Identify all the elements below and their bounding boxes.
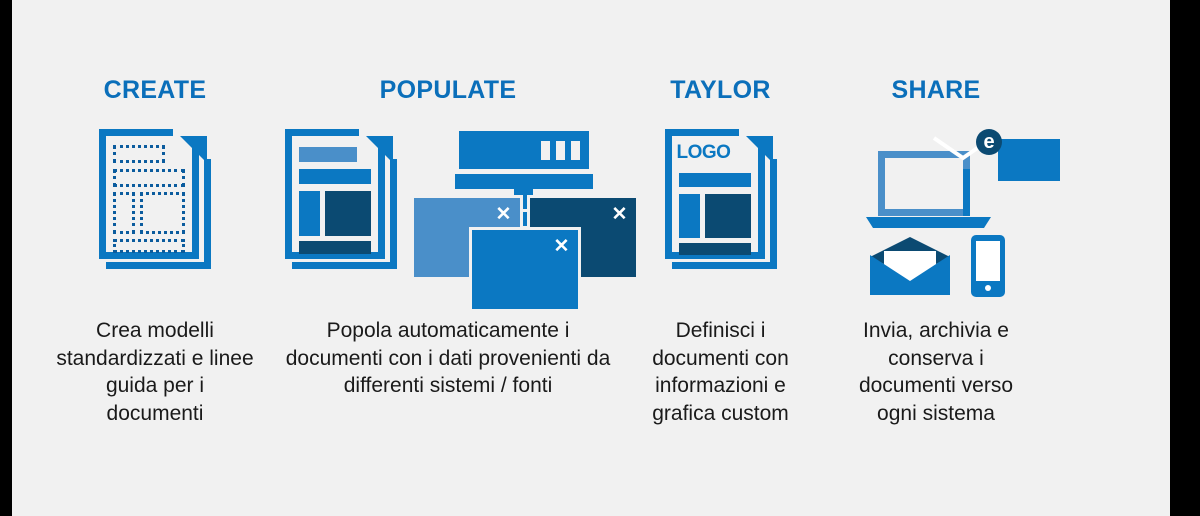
populated-document-icon: [285, 129, 397, 269]
doc-body-dark: [704, 194, 751, 238]
email-badge: e: [976, 129, 1002, 155]
step-populate-heading: POPULATE: [379, 76, 517, 104]
dashed-placeholder-footer: [113, 239, 185, 253]
laptop-screen-edge: [963, 169, 970, 216]
doc-column-primary: [678, 194, 700, 238]
close-icon: ✕: [553, 236, 570, 257]
open-envelope-icon: [870, 237, 950, 295]
process-steps-row: CREATE Crea modelli standardizzati e lin…: [12, 0, 1170, 516]
doc-band-primary: [299, 169, 371, 184]
step-taylor-icon-area: LOGO: [628, 129, 813, 299]
infographic-canvas: CREATE Crea modelli standardizzati e lin…: [12, 0, 1170, 516]
smartphone-icon: [971, 235, 1005, 297]
step-create: CREATE Crea modelli standardizzati e lin…: [40, 0, 270, 428]
step-create-caption: Crea modelli standardizzati e linee guid…: [56, 319, 254, 426]
doc-body-dark: [325, 191, 371, 236]
document-bottom-edge: [671, 262, 777, 269]
doc-band-light: [299, 147, 357, 162]
server-slot: [571, 141, 580, 160]
page-fold-cut: [173, 129, 207, 136]
document-right-edge: [390, 159, 397, 269]
doc-footer-dark: [678, 243, 751, 255]
step-populate: POPULATE: [278, 0, 639, 400]
document-right-edge: [204, 159, 211, 269]
step-share: SHARE e: [841, 0, 1060, 428]
email-envelope-icon: [932, 134, 1060, 181]
step-populate-icon-area: ✕ ✕ ✕: [278, 129, 639, 312]
document-bottom-edge: [106, 262, 211, 269]
phone-screen: [976, 241, 1000, 281]
logo-label: LOGO: [676, 142, 731, 163]
step-taylor-heading: TAYLOR: [670, 76, 771, 104]
doc-column-primary: [299, 191, 320, 236]
envelope-body: [998, 139, 1060, 181]
phone-home-button: [985, 285, 991, 291]
dashed-placeholder-subheader: [113, 169, 185, 187]
branded-document-icon: LOGO: [664, 129, 777, 269]
dashed-placeholder-body: [140, 192, 185, 234]
server-slot: [541, 141, 550, 160]
step-create-heading: CREATE: [103, 76, 207, 104]
document-right-edge: [769, 159, 777, 269]
step-share-caption: Invia, archivia e conserva i documenti v…: [858, 319, 1014, 426]
dashed-placeholder-header: [113, 145, 165, 163]
step-taylor: TAYLOR LOGO Definisci i documenti con in…: [628, 0, 813, 428]
server-slot: [556, 141, 565, 160]
step-share-icon-area: e: [841, 129, 1060, 299]
laptop-base: [866, 217, 991, 228]
server-connector-bar: [455, 174, 593, 189]
document-bottom-edge: [292, 262, 397, 269]
close-icon: ✕: [495, 204, 512, 225]
step-create-icon-area: [40, 129, 270, 299]
doc-band-primary: [678, 173, 751, 187]
doc-footer-dark: [299, 241, 371, 254]
step-taylor-caption: Definisci i documenti con informazioni e…: [652, 319, 789, 426]
close-icon: ✕: [611, 204, 628, 225]
source-window-front: ✕: [469, 227, 581, 312]
template-document-icon: [99, 129, 211, 269]
step-populate-caption: Popola automaticamente i documenti con i…: [285, 319, 611, 398]
laptop-email-devices-icon: e: [866, 129, 1060, 297]
step-share-heading: SHARE: [891, 76, 981, 104]
page-fold-cut: [359, 129, 393, 136]
dashed-placeholder-column: [113, 192, 135, 234]
data-sources-icon: ✕ ✕ ✕: [411, 129, 639, 312]
page-fold-cut: [738, 129, 773, 136]
server-rack-icon: [459, 131, 589, 169]
